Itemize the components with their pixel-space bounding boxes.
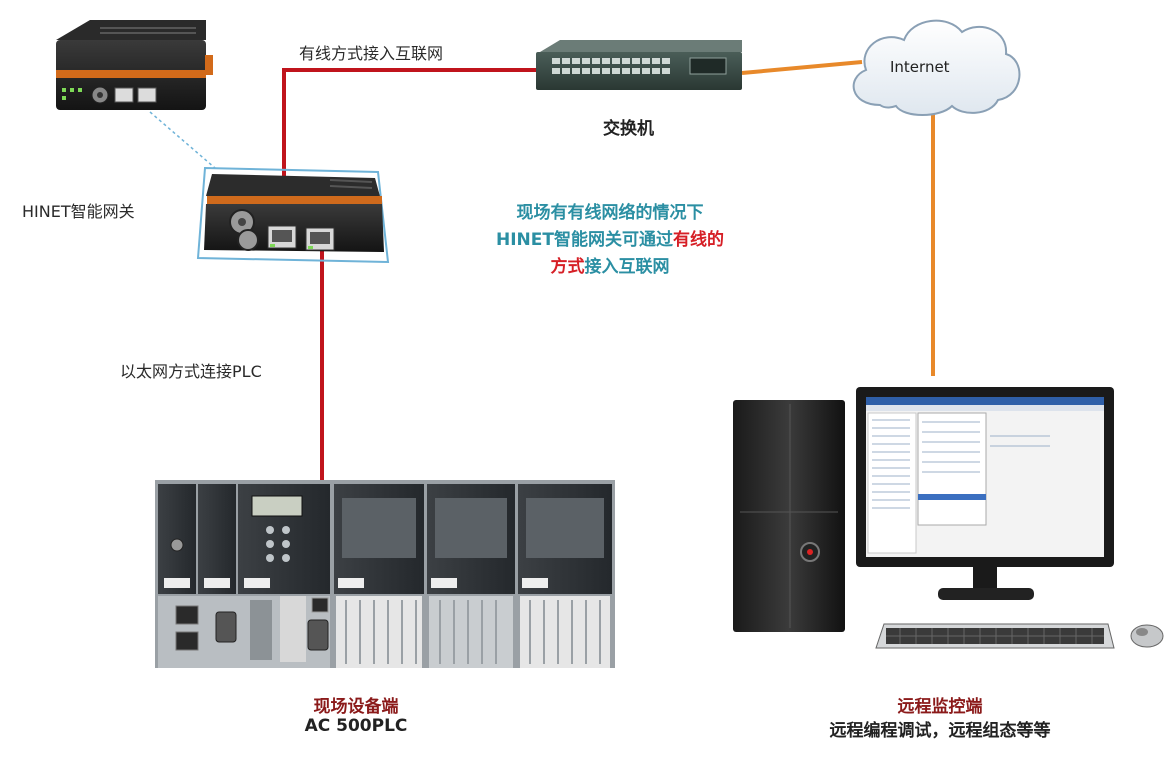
internet-label: Internet	[890, 58, 950, 76]
remote-title: 远程监控端	[897, 697, 983, 717]
note-line-2-text: HINET智能网关可通过	[496, 230, 673, 250]
wired-access-label: 有线方式接入互联网	[299, 44, 444, 63]
plc-rack	[155, 480, 615, 668]
switch-label: 交换机	[603, 119, 654, 139]
note-line-2: HINET智能网关可通过有线的	[496, 227, 724, 254]
note-line-3-text: 接入互联网	[584, 257, 670, 277]
remote-computer	[733, 387, 1164, 649]
network-switch	[536, 40, 742, 90]
wired-access-note: 现场有有线网络的情况下 HINET智能网关可通过有线的 方式接入互联网	[496, 200, 724, 281]
gateway-device-large	[196, 166, 390, 264]
note-line-2-highlight: 有线的	[673, 230, 724, 250]
note-line-3-highlight: 方式	[550, 257, 585, 277]
plc-title: 现场设备端	[313, 697, 399, 717]
gateway-device-small	[56, 20, 213, 110]
note-line-1: 现场有有线网络的情况下	[516, 203, 704, 223]
internet-cloud	[852, 19, 1021, 116]
gateway-zoom-connector	[149, 111, 216, 169]
gateway-label: HINET智能网关	[22, 202, 135, 221]
plc-model: AC 500PLC	[304, 716, 408, 736]
switch-internet-cable	[741, 60, 863, 75]
remote-desc: 远程编程调试，远程组态等等	[829, 721, 1051, 741]
ethernet-plc-label: 以太网方式连接PLC	[120, 362, 262, 381]
wired-internet-cable	[282, 68, 540, 226]
note-line-3: 方式接入互联网	[496, 254, 724, 281]
